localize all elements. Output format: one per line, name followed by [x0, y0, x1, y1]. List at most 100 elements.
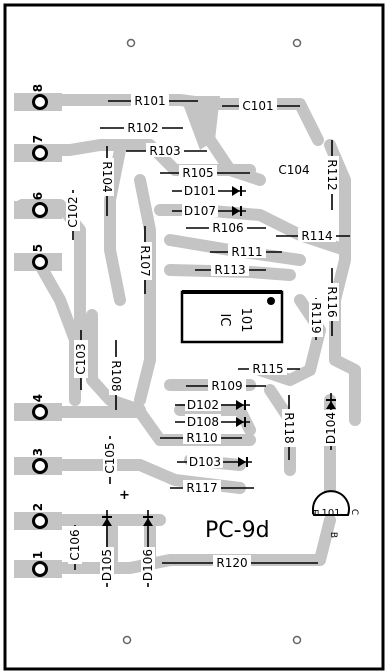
label-bg	[182, 183, 218, 197]
resistor-r106: R106	[186, 220, 266, 235]
edge-pad-hole	[32, 94, 48, 110]
component-label: R116	[325, 286, 339, 317]
resistor-r119: R119	[309, 298, 323, 340]
diode-d104: D104	[324, 393, 338, 450]
component-label: C106	[68, 529, 82, 560]
mounting-hole	[122, 635, 132, 645]
diode-symbol	[236, 400, 244, 410]
resistor-r108: R108	[109, 340, 123, 410]
capacitor-c105: C105	[103, 436, 117, 484]
edge-pad-hole	[32, 458, 48, 474]
capacitor-c104: C104	[275, 162, 313, 177]
pin-label: 6	[31, 192, 45, 200]
component-label: R110	[186, 431, 217, 445]
component-label: D108	[187, 415, 219, 429]
label-bg	[141, 547, 155, 583]
resistor-r118: R118	[282, 395, 296, 460]
label-bg	[100, 158, 114, 196]
label-bg	[146, 143, 184, 157]
resistor-r115: R115	[238, 361, 300, 376]
edge-pad-hole	[32, 561, 48, 577]
resistor-r102: R102	[100, 120, 183, 135]
label-bg	[109, 357, 123, 395]
label-bg	[68, 526, 82, 564]
polarity-mark: +	[119, 488, 130, 503]
transistor-number: 101	[321, 508, 340, 519]
label-bg	[74, 340, 88, 378]
label-bg	[100, 547, 114, 583]
component-label: C102	[66, 196, 80, 227]
component-label: R107	[138, 245, 152, 276]
resistor-r111: R111	[210, 244, 282, 259]
board-name: PC-9d	[205, 518, 270, 543]
label-bg	[103, 439, 117, 477]
label-bg	[131, 93, 169, 107]
label-bg	[325, 156, 339, 194]
mounting-hole	[126, 38, 136, 48]
component-label: C104	[278, 163, 309, 177]
label-bg	[309, 299, 323, 337]
diode-symbol	[236, 417, 244, 427]
label-bg	[209, 220, 247, 234]
label-bg	[275, 162, 313, 176]
edge-pad-hole	[32, 513, 48, 529]
diode-symbol	[102, 518, 112, 526]
component-label: R103	[149, 144, 180, 158]
component-label: D105	[100, 549, 114, 581]
pin-label: 2	[31, 503, 45, 511]
pin-label: 3	[31, 448, 45, 456]
resistor-r113: R113	[195, 262, 266, 277]
label-bg	[208, 378, 246, 392]
capacitor-c103: C103	[74, 330, 88, 390]
pin-label: 1	[31, 551, 45, 559]
resistor-r116: R116	[325, 268, 339, 336]
diode-d108: D108	[175, 414, 250, 429]
label-bg	[179, 165, 217, 179]
pin-label: 4	[31, 394, 45, 402]
resistor-r120: R120	[162, 555, 318, 570]
copper-pour	[180, 96, 220, 150]
edge-pad-hole	[32, 145, 48, 161]
transistor-lead-e: E	[309, 509, 319, 515]
component-label: R112	[325, 159, 339, 190]
diode-symbol	[232, 186, 240, 196]
component-label: R113	[214, 263, 245, 277]
pin-label: 8	[31, 84, 45, 92]
diode-symbol	[143, 518, 153, 526]
capacitor-c102: C102	[66, 190, 80, 240]
label-bg	[138, 242, 152, 280]
component-label: D101	[184, 184, 216, 198]
label-bg	[183, 430, 221, 444]
transistor-101: 101 E B C	[309, 490, 359, 538]
diode-symbol	[238, 457, 246, 467]
component-label: D102	[187, 398, 219, 412]
component-label: R102	[127, 121, 158, 135]
diode-d102: D102	[175, 397, 250, 412]
component-label: R119	[309, 302, 323, 333]
diode-symbol	[326, 401, 336, 409]
component-label: R118	[282, 412, 296, 443]
label-bg	[228, 244, 266, 258]
resistor-r105: R105	[160, 165, 250, 180]
component-label: D106	[141, 549, 155, 581]
transistor-lead-b: B	[328, 532, 338, 538]
ic-prefix: IC	[217, 314, 232, 327]
transistor-outline	[312, 490, 350, 516]
diode-d101: D101	[172, 183, 246, 198]
resistor-r107: R107	[138, 226, 152, 294]
resistor-r112: R112	[325, 140, 339, 210]
component-label: R120	[216, 556, 247, 570]
capacitor-c101: C101	[222, 98, 300, 113]
component-label: R105	[182, 166, 213, 180]
resistor-r101: R101	[108, 93, 198, 108]
component-label: D104	[324, 412, 338, 444]
diode-d107: D107	[172, 203, 246, 218]
resistor-r114: R114	[276, 228, 350, 243]
resistor-r117: R117	[170, 480, 254, 495]
component-label: R108	[109, 360, 123, 391]
mounting-hole	[292, 38, 302, 48]
diode-d103: D103	[177, 454, 252, 469]
